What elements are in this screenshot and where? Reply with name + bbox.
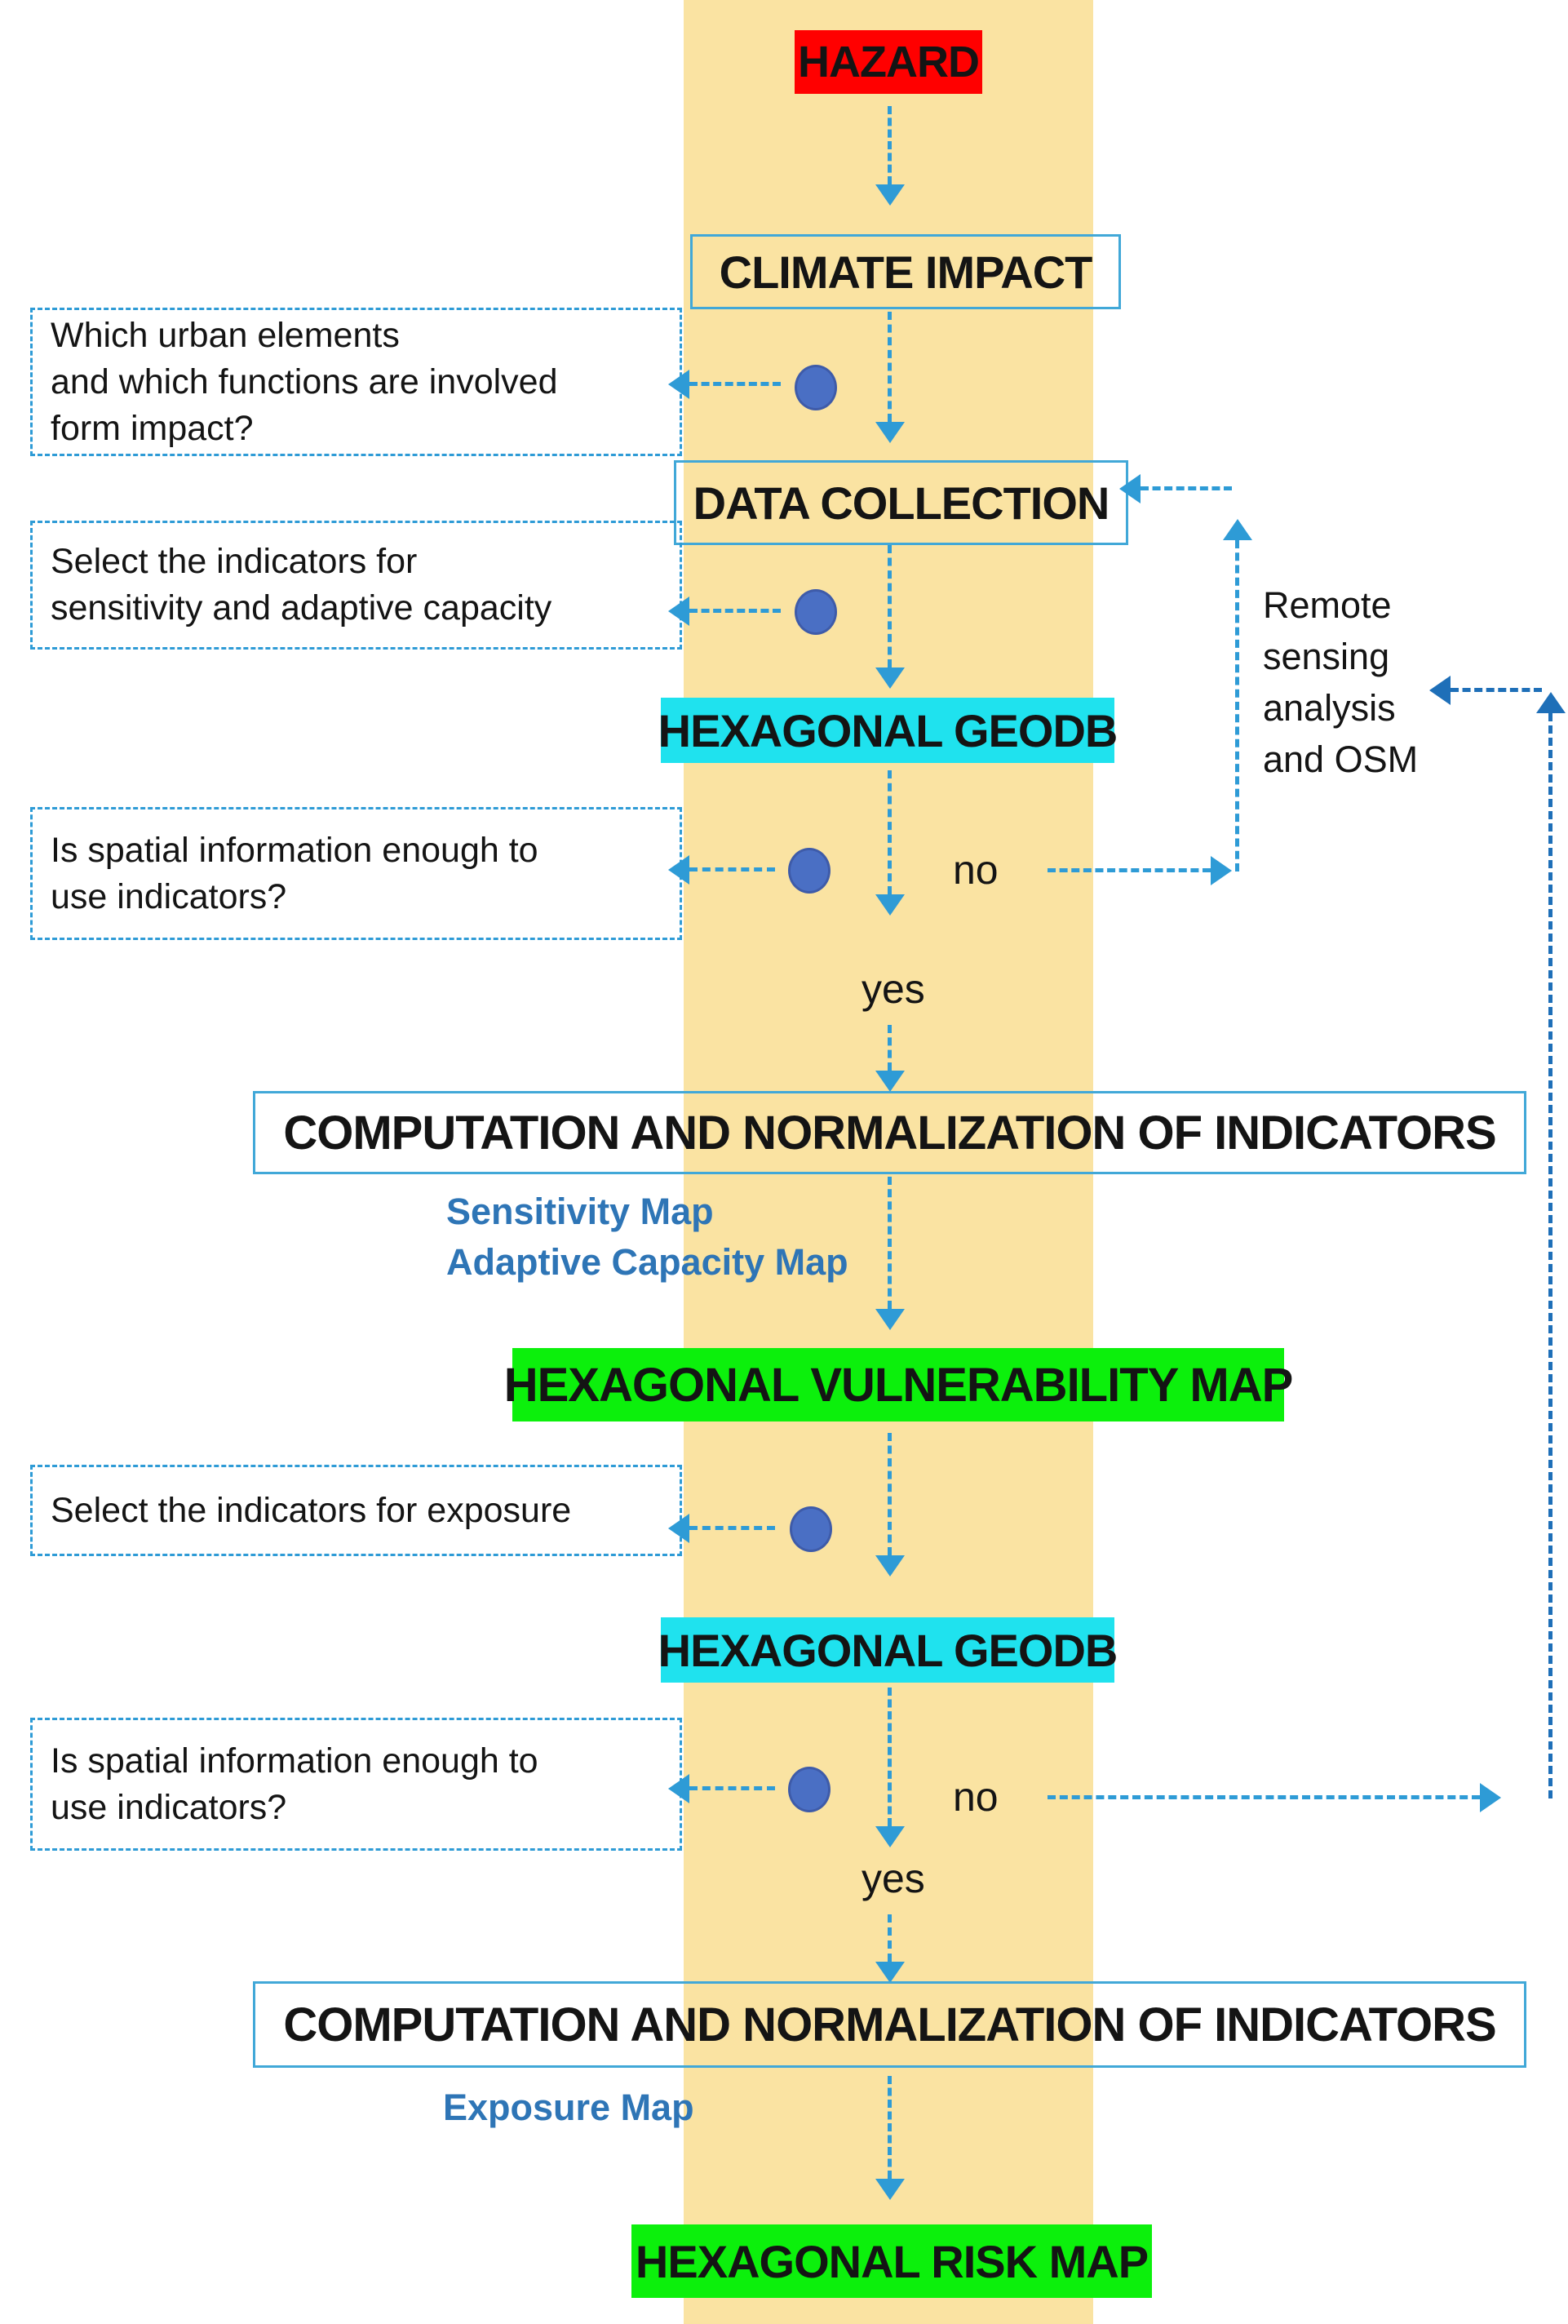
node-hexagonal-geodb-1: HEXAGONAL GEODB <box>658 698 1118 763</box>
arrow-data-collection-to-geodb1 <box>875 545 905 689</box>
arrow-computation-2-to-risk-map <box>875 2076 905 2200</box>
label-sensitivity-map: Sensitivity Map <box>446 1191 714 1232</box>
label-exposure-map: Exposure Map <box>443 2087 694 2128</box>
node-hazard: HAZARD <box>795 30 982 94</box>
loop-line-no-1-up <box>1223 519 1252 872</box>
note-select-exposure-line1: Select the indicators for exposure <box>51 1490 572 1530</box>
arrow-to-note-select-sensitivity <box>668 597 781 626</box>
node-hexagonal-geodb-2: HEXAGONAL GEODB <box>658 1617 1118 1683</box>
note-remote-sensing-line3: analysis <box>1263 687 1396 729</box>
note-remote-sensing-line4: and OSM <box>1263 738 1419 780</box>
node-computation-2: COMPUTATION AND NORMALIZATION OF INDICAT… <box>253 1981 1526 2068</box>
arrow-to-note-urban-elements <box>668 370 781 399</box>
label-no-2: no <box>953 1774 999 1820</box>
node-computation-1: COMPUTATION AND NORMALIZATION OF INDICAT… <box>253 1091 1526 1174</box>
connector-dot-5 <box>788 1767 831 1812</box>
connector-dot-3 <box>788 848 831 894</box>
note-urban-elements: Which urban elements and which functions… <box>30 308 682 456</box>
note-spatial-info-2-line1: Is spatial information enough to <box>51 1741 538 1781</box>
arrow-climate-impact-to-data-collection <box>875 312 905 443</box>
note-select-sensitivity-line1: Select the indicators for <box>51 542 418 581</box>
note-spatial-info-2-line2: use indicators? <box>51 1787 287 1827</box>
arrow-yes-2-to-computation-2 <box>875 1914 905 1983</box>
arrow-loop-into-remote-sensing <box>1429 676 1542 705</box>
note-spatial-info-1-line2: use indicators? <box>51 876 287 916</box>
label-yes-1: yes <box>862 966 925 1012</box>
note-remote-sensing-line2: sensing <box>1263 636 1390 677</box>
arrow-hazard-to-climate-impact <box>875 106 905 206</box>
arrow-loop-into-data-collection <box>1119 474 1232 503</box>
note-select-sensitivity: Select the indicators for sensitivity an… <box>30 521 682 650</box>
arrow-to-note-spatial-info-2 <box>668 1774 775 1803</box>
node-climate-impact: CLIMATE IMPACT <box>690 234 1121 309</box>
node-hexagonal-vulnerability-map: HEXAGONAL VULNERABILITY MAP <box>504 1348 1293 1421</box>
label-no-1: no <box>953 847 999 893</box>
note-urban-elements-line1: Which urban elements <box>51 315 400 355</box>
note-spatial-info-1: Is spatial information enough to use ind… <box>30 807 682 940</box>
arrow-to-note-select-exposure <box>668 1514 775 1543</box>
arrow-vulnerability-map-to-geodb2 <box>875 1433 905 1577</box>
note-select-sensitivity-line2: sensitivity and adaptive capacity <box>51 588 552 628</box>
arrow-computation-1-to-vulnerability-map <box>875 1177 905 1330</box>
note-remote-sensing: Remote sensing analysis and OSM <box>1263 579 1508 785</box>
arrow-no-2-right <box>1048 1783 1501 1812</box>
connector-dot-2 <box>795 589 837 635</box>
connector-dot-1 <box>795 365 837 410</box>
arrow-geodb2-down <box>875 1688 905 1847</box>
arrow-geodb1-down <box>875 770 905 916</box>
label-adaptive-capacity-map: Adaptive Capacity Map <box>446 1241 848 1283</box>
arrow-yes-1-to-computation-1 <box>875 1025 905 1092</box>
note-remote-sensing-line1: Remote <box>1263 584 1392 626</box>
arrow-no-1-right <box>1048 856 1232 885</box>
label-yes-2: yes <box>862 1856 925 1901</box>
note-urban-elements-line2: and which functions are involved <box>51 361 558 401</box>
connector-dot-4 <box>790 1506 832 1552</box>
note-select-exposure: Select the indicators for exposure <box>30 1465 682 1556</box>
node-hexagonal-risk-map: HEXAGONAL RISK MAP <box>631 2224 1152 2298</box>
arrow-to-note-spatial-info-1 <box>668 855 775 885</box>
node-data-collection: DATA COLLECTION <box>674 460 1128 545</box>
note-spatial-info-2: Is spatial information enough to use ind… <box>30 1718 682 1851</box>
note-spatial-info-1-line1: Is spatial information enough to <box>51 830 538 870</box>
note-urban-elements-line3: form impact? <box>51 408 254 448</box>
loop-line-no-2-up <box>1536 692 1566 1798</box>
